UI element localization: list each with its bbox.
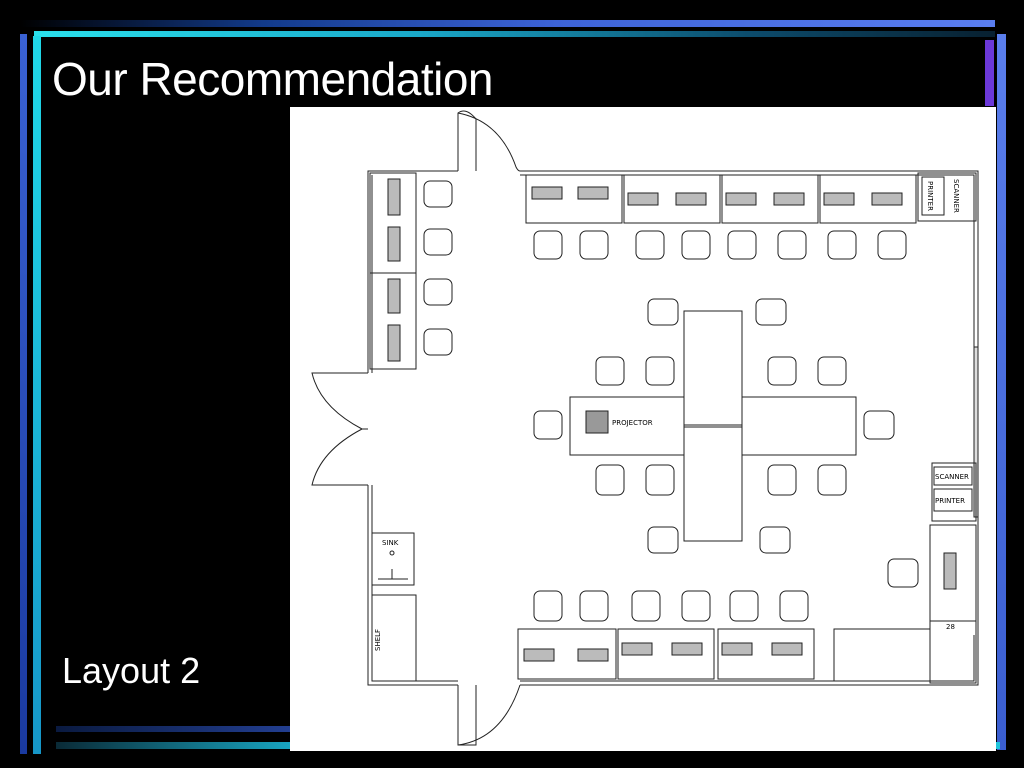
bottom-right-counter — [833, 628, 931, 682]
bottom-door — [457, 684, 521, 746]
bottom-cyan-bar — [56, 742, 290, 749]
top-door — [457, 110, 521, 172]
left-desk-lower — [369, 272, 417, 370]
floor-plan-drawing: PRINTER SCANNER — [311, 110, 979, 746]
central-tables: PROJECTOR — [569, 310, 857, 542]
slide-subtitle: Layout 2 — [62, 650, 201, 691]
sink-label: SINK — [382, 539, 399, 547]
printer-right-label: PRINTER — [935, 497, 965, 505]
left-desk-upper — [369, 172, 417, 274]
left-double-door — [311, 372, 368, 486]
floor-plan-image: PRINTER SCANNER — [290, 107, 996, 751]
chairs — [423, 180, 919, 622]
bottom-right-cyan-stub — [994, 742, 1000, 749]
top-gradient-bar — [20, 20, 995, 27]
top-printer-scanner: PRINTER SCANNER — [917, 172, 977, 222]
scanner-right-label: SCANNER — [935, 473, 969, 481]
right-purple-bar — [985, 40, 994, 106]
right-scanner-printer: SCANNER PRINTER — [931, 346, 979, 522]
scanner-top-label: SCANNER — [952, 179, 960, 213]
bottom-desks — [517, 628, 815, 680]
printer-top-label: PRINTER — [926, 181, 934, 211]
shelf-label: SHELF — [374, 629, 382, 651]
shelf: SHELF — [371, 594, 417, 682]
bottom-blue-bar — [56, 726, 290, 732]
projector-label: PROJECTOR — [612, 419, 653, 427]
number-label: 28 — [946, 623, 955, 631]
right-workstation: 28 — [929, 524, 977, 684]
left-cyan-bar — [33, 36, 41, 754]
top-cyan-bar — [34, 31, 995, 37]
left-blue-bar — [20, 34, 27, 754]
top-desks — [525, 174, 917, 224]
sink: SINK — [371, 532, 415, 586]
slide-title: Our Recommendation — [52, 53, 493, 105]
right-blue-bar — [997, 34, 1006, 750]
